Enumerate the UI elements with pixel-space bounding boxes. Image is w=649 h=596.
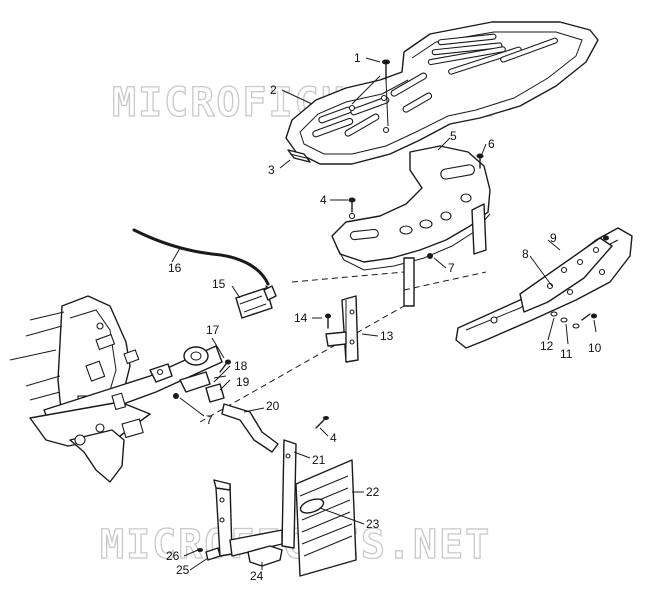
callout-labels: 1 2 3 4 5 6 7 8 9 10 11 12 13 14 15 16 1… (166, 51, 602, 583)
screw-4-upper (348, 197, 356, 220)
screw-1 (351, 59, 390, 127)
screw-25-26 (197, 547, 221, 561)
rack-support-bracket (331, 145, 491, 307)
reflector-23 (299, 498, 325, 514)
callout-18: 18 (234, 359, 248, 373)
hitch-pin-24 (247, 545, 283, 567)
callout-15: 15 (212, 277, 226, 291)
callout-26: 26 (166, 549, 180, 563)
callout-5: 5 (450, 129, 457, 143)
callout-14: 14 (294, 311, 308, 325)
hitch-hardware (173, 359, 231, 403)
screw-6 (476, 153, 484, 169)
mounting-bracket-13 (325, 295, 359, 363)
tail-light-15 (235, 285, 277, 319)
callout-16: 16 (168, 261, 182, 275)
callout-7-lower: 7 (206, 413, 213, 427)
mud-flap-bracket-21 (213, 439, 297, 557)
callout-24: 24 (250, 569, 264, 583)
callout-22: 22 (366, 485, 380, 499)
callout-21: 21 (312, 453, 326, 467)
rear-bumper (455, 227, 633, 349)
callout-25: 25 (176, 563, 190, 577)
callout-10: 10 (588, 341, 602, 355)
callout-4-upper: 4 (320, 193, 327, 207)
callout-20: 20 (266, 399, 280, 413)
callout-8: 8 (522, 247, 529, 261)
screw-4-lower (315, 416, 329, 429)
callout-1: 1 (354, 51, 361, 65)
nut-7-upper (427, 253, 433, 259)
rear-rack (285, 21, 599, 165)
callout-6: 6 (488, 137, 495, 151)
watermark-bottom: MICROFICHES.NET (100, 522, 491, 568)
leader-lines (171, 57, 597, 571)
callout-17: 17 (206, 323, 220, 337)
wire-harness-16 (132, 228, 273, 293)
callout-11: 11 (560, 347, 573, 361)
callout-7-upper: 7 (448, 261, 455, 275)
callout-19: 19 (236, 375, 250, 389)
callout-4-lower: 4 (330, 431, 337, 445)
callout-2: 2 (270, 83, 277, 97)
screw-14 (325, 313, 331, 329)
lift-bar-20 (221, 403, 279, 453)
vehicle-frame (9, 295, 223, 483)
clip-3 (287, 149, 311, 163)
callout-13: 13 (380, 329, 394, 343)
bumper-hardware (550, 235, 609, 329)
callout-9: 9 (550, 231, 557, 245)
callout-23: 23 (366, 517, 380, 531)
callout-12: 12 (540, 339, 554, 353)
mud-flap-22 (295, 459, 357, 577)
callout-3: 3 (268, 163, 275, 177)
